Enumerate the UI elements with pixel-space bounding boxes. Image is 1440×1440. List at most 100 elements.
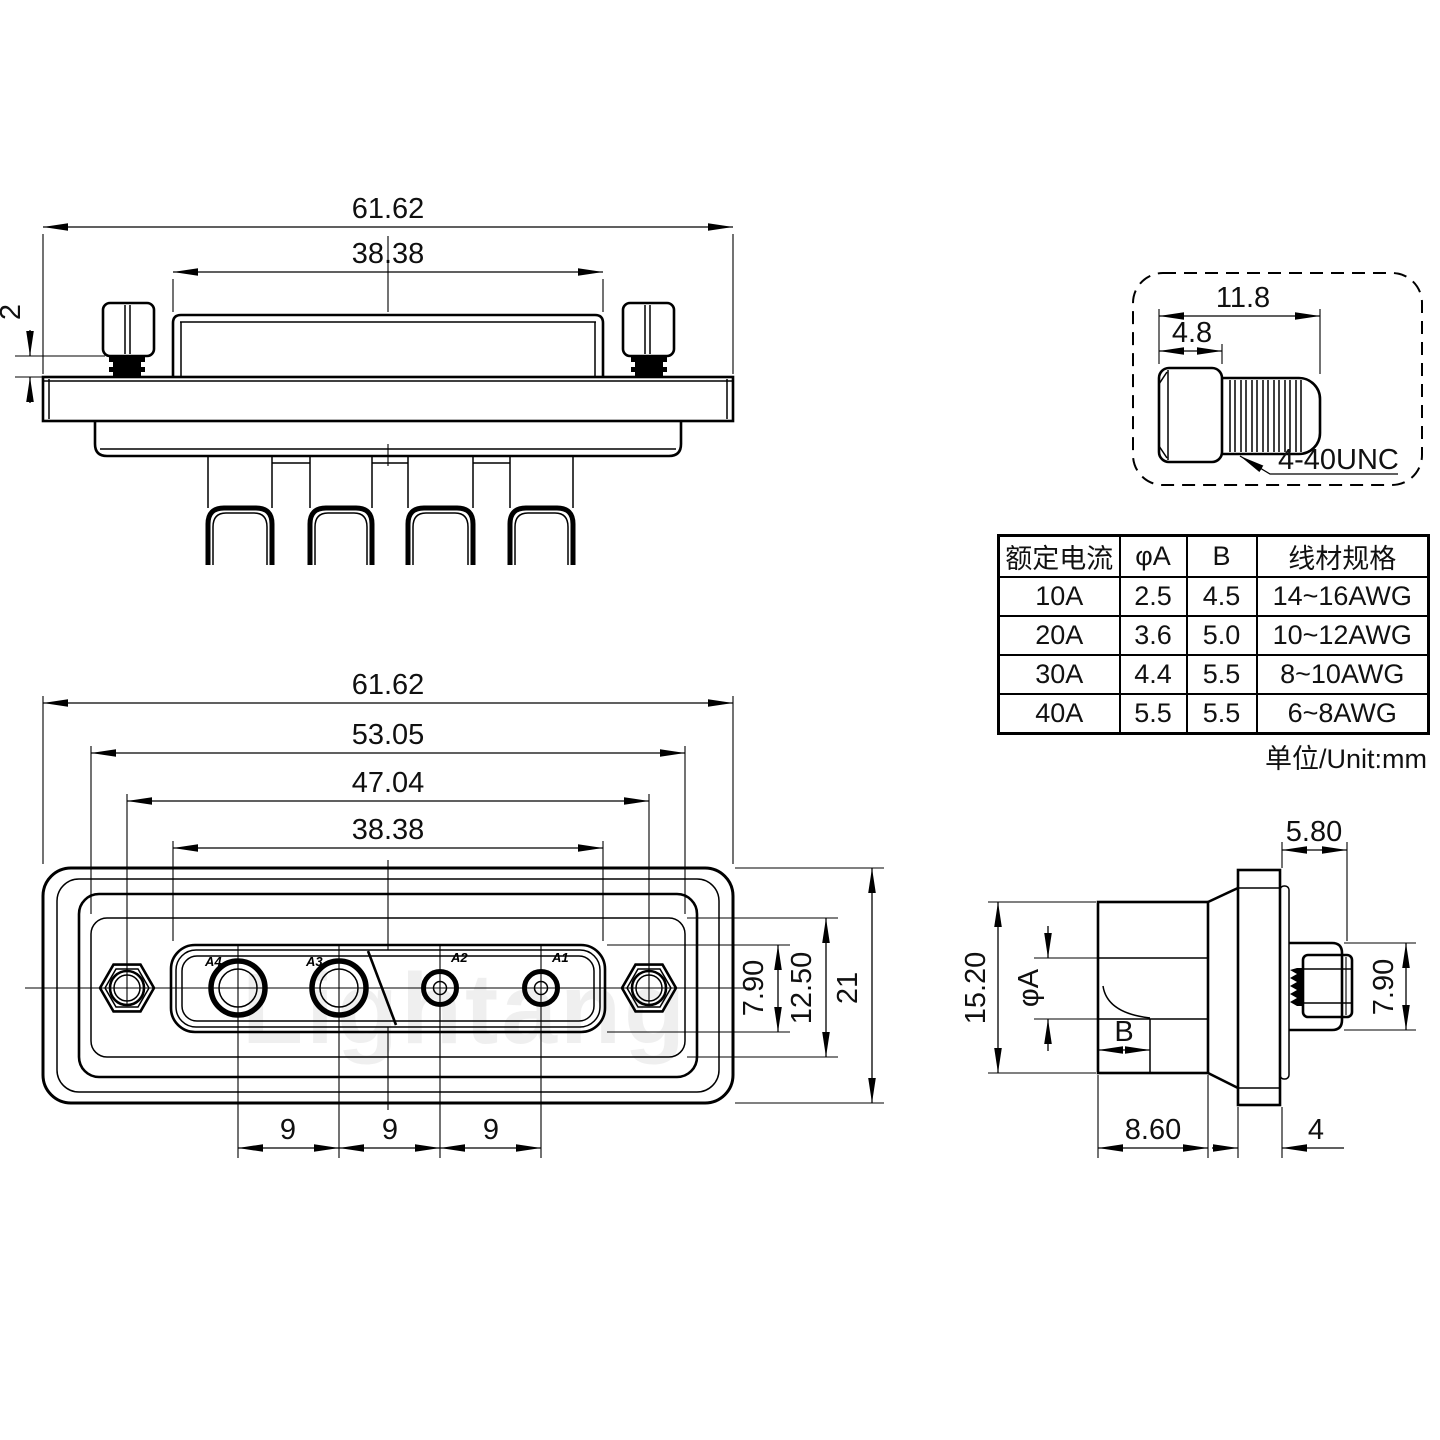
shell-outlines (41, 866, 735, 1105)
dim-body-dia-group: 15.20 (960, 901, 1096, 1074)
contact-label: A3 (305, 954, 323, 969)
spec-cell: 6~8AWG (1255, 693, 1430, 735)
spec-header-row: 额定电流 φA B 线材规格 (997, 534, 1430, 578)
dim-flange-thk: 4 (1308, 1114, 1324, 1146)
unit-note: 单位/Unit:mm (1265, 744, 1427, 774)
dim-bore-dia-group: φA (1013, 926, 1098, 1051)
dim-insert-height: 7.90 (738, 960, 770, 1016)
spec-cell: 10~12AWG (1255, 615, 1430, 656)
rear-body (93, 421, 683, 458)
dim-pitch-2: 9 (382, 1114, 398, 1146)
insert-outline (169, 943, 607, 1034)
wire-cups (205, 456, 576, 565)
spec-header-cell: B (1185, 534, 1258, 578)
dim-body-len: 8.60 (1125, 1114, 1181, 1146)
detail-box (1132, 272, 1423, 486)
hex-nut-right (620, 963, 678, 1013)
flange-plate (1236, 868, 1290, 1107)
spec-cell: 30A (997, 654, 1121, 695)
dim-screw-head: 4.8 (1172, 317, 1212, 349)
cone-top (1207, 886, 1239, 904)
dim-screwlock-height-group: 7.90 (1344, 942, 1416, 1031)
dim-top-standoff: 2 (0, 304, 27, 320)
spec-cell: 5.0 (1185, 615, 1258, 656)
spec-cell: 4.5 (1185, 576, 1258, 617)
spec-cell: 5.5 (1185, 693, 1258, 735)
screw-detail-view: 11.8 4.8 4-40UNC (1132, 272, 1423, 486)
dim-top-overall: 61.62 (352, 193, 425, 225)
gasket-strip (1279, 885, 1290, 1080)
contact-a1: A1 (522, 950, 569, 1007)
spec-header-cell: 线材规格 (1255, 534, 1430, 578)
hex-nut-left (98, 963, 156, 1013)
thread-leader (1239, 455, 1398, 475)
thread-crests (1229, 380, 1302, 452)
screw-thread (1222, 376, 1322, 456)
spec-cell: 5.5 (1185, 654, 1258, 695)
spec-row: 10A 2.5 4.5 14~16AWG (997, 576, 1430, 617)
dim-screwlock-height: 7.90 (1368, 959, 1400, 1015)
cup-3 (405, 505, 476, 565)
cup-4 (507, 505, 576, 565)
contact-barrel (1096, 900, 1210, 1075)
thread-spec-label: 4-40UNC (1278, 444, 1399, 476)
spec-header-cell: φA (1118, 534, 1188, 578)
dim-body-dia: 15.20 (960, 952, 992, 1025)
spec-cell: 8~10AWG (1255, 654, 1430, 695)
spec-cell: 5.5 (1118, 693, 1188, 735)
side-view-bottom-dimensions: 8.60 4 (1097, 1075, 1344, 1158)
dim-pitch-3: 9 (483, 1114, 499, 1146)
spec-header-cell: 额定电流 (997, 534, 1121, 578)
contact-a4: A4 (204, 954, 268, 1018)
spec-cell: 10A (997, 576, 1121, 617)
dim-bore-dia: φA (1013, 968, 1045, 1007)
dim-screw-length: 11.8 (1216, 282, 1270, 314)
cup-2 (307, 505, 375, 565)
dim-nut-span: 5.80 (1286, 816, 1342, 848)
screwlock-assembly (1289, 941, 1354, 1032)
contact-label: A1 (551, 950, 569, 965)
thread-hatch (109, 357, 145, 377)
spec-cell: 14~16AWG (1255, 576, 1430, 617)
spec-cell: 4.4 (1118, 654, 1188, 695)
spec-row: 20A 3.6 5.0 10~12AWG (997, 615, 1430, 656)
dim-pitch-1: 9 (280, 1114, 296, 1146)
cone-bottom (1207, 1071, 1239, 1090)
front-view: 61.62 53.05 47.04 38.38 (25, 669, 884, 1158)
contact-label: A2 (450, 950, 468, 965)
screwlock-nut (1301, 953, 1354, 1019)
front-view-top-dimensions: 61.62 53.05 47.04 38.38 (42, 669, 734, 1005)
dim-front-insert-width: 38.38 (352, 814, 425, 846)
contact-a2: A2 (421, 950, 468, 1007)
dim-front-screw-centers: 47.04 (352, 767, 425, 799)
mating-shroud (171, 313, 605, 377)
spec-row: 40A 5.5 5.5 6~8AWG (997, 693, 1430, 735)
flange (41, 375, 735, 423)
thread-hatch (1290, 968, 1303, 1006)
side-section-view: 5.80 (960, 816, 1416, 1158)
dim-front-overall: 61.62 (352, 669, 425, 701)
dim-bore-depth: B (1114, 1016, 1133, 1048)
spec-cell: 2.5 (1118, 576, 1188, 617)
dim-nut-span-group: 5.80 (1281, 816, 1348, 941)
screwlock-right (621, 301, 676, 377)
dim-front-boss-width: 53.05 (352, 719, 425, 751)
pitch-dimensions: 9 9 9 (238, 1114, 541, 1152)
insert-step (366, 950, 398, 1026)
dim-overall-height: 21 (832, 972, 864, 1004)
screw-detail-dimensions: 11.8 4.8 (1158, 282, 1321, 374)
contact-a3: A3 (305, 954, 369, 1018)
dim-boss-height: 12.50 (786, 952, 818, 1025)
spec-cell: 20A (997, 615, 1121, 656)
cup-1 (205, 505, 275, 565)
contact-label: A4 (204, 954, 222, 969)
spec-table: 额定电流 φA B 线材规格 10A 2.5 4.5 14~16AWG 20A … (997, 534, 1430, 735)
dim-bore-depth-group: B (1098, 1016, 1150, 1054)
thread-hatch (631, 357, 667, 377)
front-view-height-dimensions: 7.90 12.50 21 (607, 867, 884, 1104)
screw-body (1157, 366, 1322, 464)
top-side-view: 61.62 38.38 2 (0, 193, 735, 565)
spec-row: 30A 4.4 5.5 8~10AWG (997, 654, 1430, 695)
screwlock-left (101, 301, 156, 377)
